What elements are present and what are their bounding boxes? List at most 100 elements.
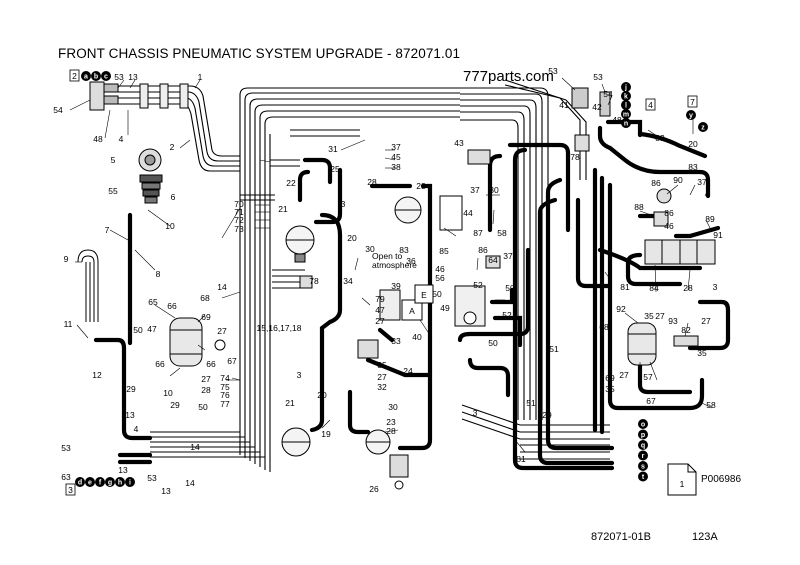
top-left-letter-a: a: [84, 74, 88, 81]
reference-code: P006986: [701, 474, 742, 485]
part-number-p54b: 54: [603, 89, 613, 99]
part-number-p56: 56: [435, 273, 445, 283]
valve-label-a_box: A: [409, 306, 415, 316]
part-number-p37a: 37: [391, 142, 401, 152]
part-number-p52b: 52: [502, 310, 512, 320]
diagram-title: FRONT CHASSIS PNEUMATIC SYSTEM UPGRADE -…: [58, 46, 461, 61]
part-number-p81a: 81: [620, 282, 630, 292]
part-number-p66c: 66: [206, 359, 216, 369]
bottom-right-circle-q: [638, 440, 648, 450]
part-number-p83c: 83: [688, 162, 698, 172]
bottom-right-letter-p: p: [641, 432, 645, 439]
part-number-p29b: 29: [170, 400, 180, 410]
part-number-p13b: 13: [125, 410, 135, 420]
part-number-p41: 41: [559, 100, 569, 110]
part-number-p81b: 81: [516, 454, 526, 464]
part-number-p64: 64: [488, 255, 498, 265]
part-number-p63: 63: [61, 472, 71, 482]
bottom-left-tag-text: 3: [68, 485, 73, 495]
device-40: [379, 289, 401, 321]
upper-right-letter-y: y: [689, 113, 693, 120]
part-number-p69a: 69: [201, 312, 211, 322]
bottom-left-letter-e: e: [88, 480, 92, 487]
part-number-p19: 19: [321, 429, 331, 439]
bottom-right-circle-s: [638, 461, 648, 471]
valve-label-e_box: E: [421, 290, 427, 300]
part-number-p68a: 68: [200, 293, 210, 303]
part-number-p50a: 50: [133, 325, 143, 335]
note-open-to-atmosphere-line2: atmosphere: [372, 260, 417, 270]
part-number-p57: 57: [643, 372, 653, 382]
reference-box-number: 1: [680, 479, 685, 489]
part-number-p50d: 50: [505, 283, 515, 293]
hose-bundle-main: [118, 79, 610, 472]
drawing-number: 872071-01B: [591, 531, 651, 543]
part-number-p67b: 67: [646, 396, 656, 406]
part-number-p83b: 83: [655, 133, 665, 143]
top-left-circle-a: [81, 71, 91, 81]
part-number-p89: 89: [705, 214, 715, 224]
part-number-p58a: 58: [497, 228, 507, 238]
part-number-p54a: 54: [53, 105, 63, 115]
part-number-p77: 77: [220, 399, 230, 409]
part-number-p50e: 50: [488, 338, 498, 348]
part-number-p3c: 3: [473, 408, 478, 418]
top-left-tag-box: [69, 69, 80, 82]
hose-heavy: [93, 119, 731, 471]
part-number-p13c: 13: [118, 465, 128, 475]
part-number-p74: 74: [220, 373, 230, 383]
part-number-p5: 5: [111, 155, 116, 165]
top-left-letter-b: b: [94, 74, 98, 81]
part-number-p70: 70: [234, 199, 244, 209]
watermark: 777parts.com: [463, 68, 554, 85]
part-number-p84: 84: [649, 283, 659, 293]
part-number-p8: 8: [156, 269, 161, 279]
part-number-p23b: 23: [386, 417, 396, 427]
part-number-p32: 32: [377, 382, 387, 392]
bottom-left-circle-g: [105, 477, 115, 487]
block-78: [574, 134, 590, 152]
part-number-p35a: 35: [377, 360, 387, 370]
part-number-p76: 76: [220, 390, 230, 400]
part-number-p75: 75: [220, 382, 230, 392]
part-number-p78: 78: [309, 276, 319, 286]
part-number-p3a: 3: [341, 199, 346, 209]
part-number-p21a: 21: [278, 204, 288, 214]
part-number-p38: 38: [391, 162, 401, 172]
right-top-tag-text: 4: [648, 100, 653, 110]
part-number-p85: 85: [439, 246, 449, 256]
part-number-p2a: 2: [170, 142, 175, 152]
part-number-p71: 71: [234, 207, 244, 217]
part-number-p47a: 47: [147, 324, 157, 334]
part-number-p69b: 69: [605, 373, 615, 383]
part-number-p20c: 20: [688, 139, 698, 149]
part-number-p27g: 27: [619, 370, 629, 380]
bottom-right-circle-t: [638, 471, 648, 482]
part-number-p23a: 23: [416, 181, 426, 191]
block-43: [467, 149, 491, 165]
right-top-circle-m: [621, 109, 631, 119]
bellows-55: [139, 174, 163, 204]
upper-right-tag-box: [687, 95, 698, 108]
part-88: [653, 211, 669, 227]
bottom-left-circle-h: [115, 477, 125, 487]
part-number-p1: 1: [198, 72, 203, 82]
part-number-p66b: 66: [155, 359, 165, 369]
part-number-p66a: 66: [167, 301, 177, 311]
part-number-p35b: 35: [644, 311, 654, 321]
part-number-p50c: 50: [432, 289, 442, 299]
right-top-circle-j: [621, 82, 631, 92]
part-number-p52a: 52: [473, 280, 483, 290]
part-86: [656, 188, 672, 204]
part-number-p11: 11: [64, 319, 73, 329]
right-top-letter-k: k: [624, 94, 628, 101]
part-number-p13d: 13: [161, 486, 171, 496]
part-number-p46: 46: [435, 264, 445, 274]
part-number-p40: 40: [412, 332, 422, 342]
part-number-p68b: 68: [599, 322, 609, 332]
bottom-left-circle-f: [95, 477, 105, 487]
upper-right-circle-y: [686, 110, 696, 120]
part-number-p50b: 50: [198, 402, 208, 412]
